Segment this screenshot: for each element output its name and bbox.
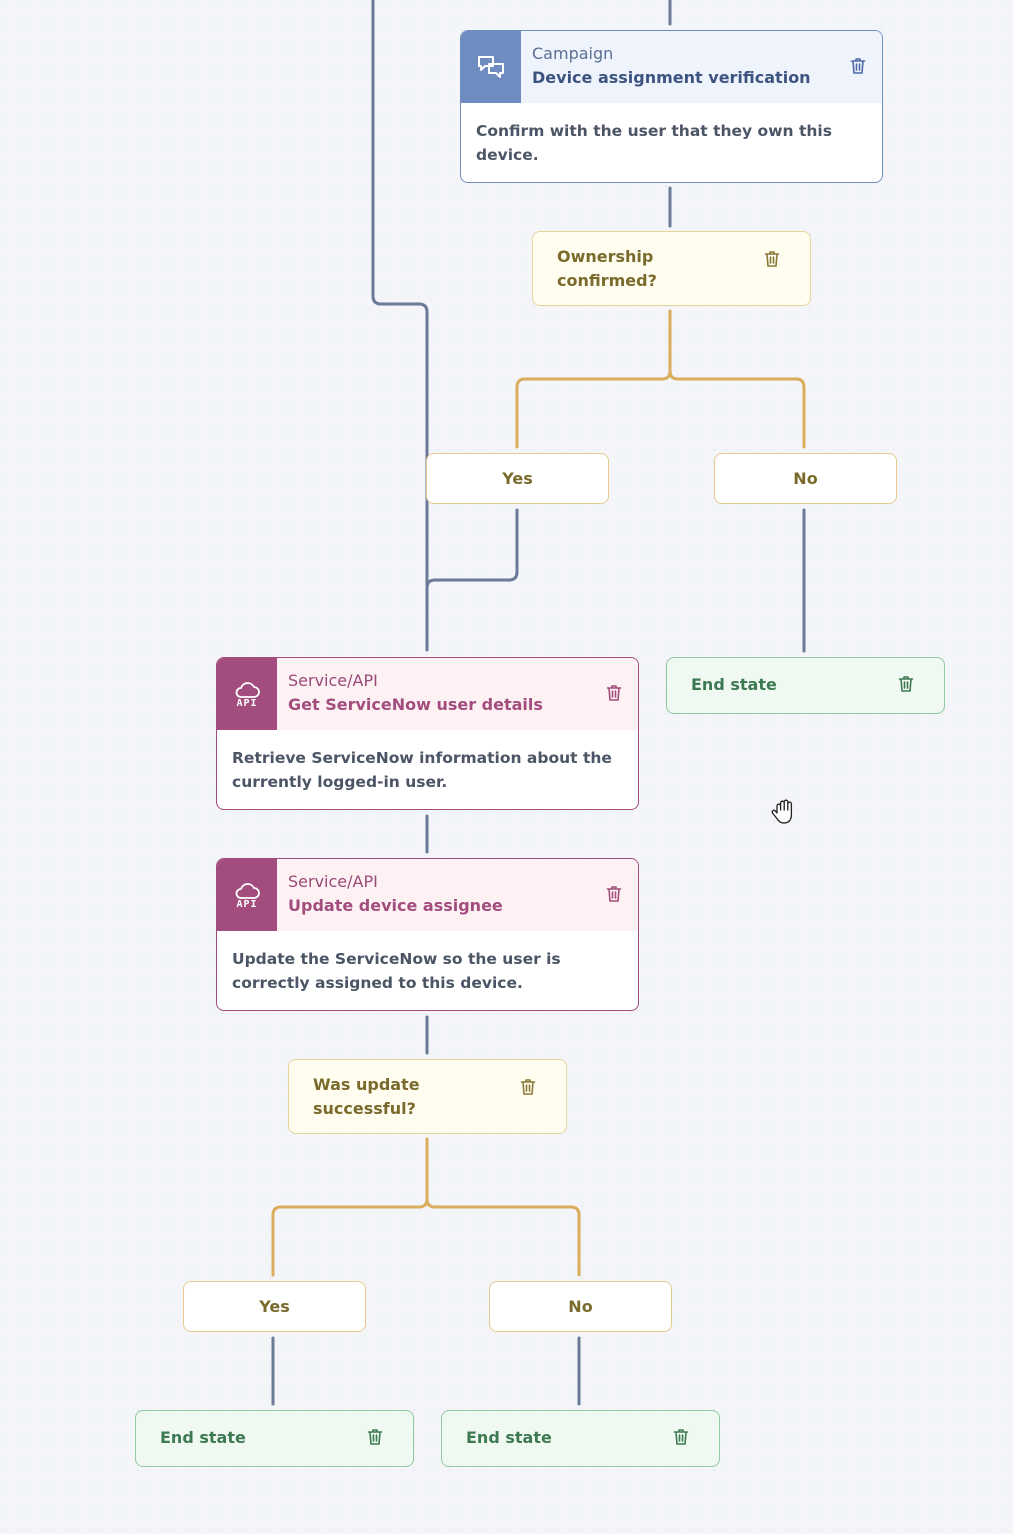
decision-question: Ownership confirmed?	[557, 247, 657, 290]
branch-line	[515, 309, 672, 449]
cloud-api-icon: API	[217, 859, 277, 931]
branch-yes[interactable]: Yes	[183, 1281, 366, 1332]
campaign-step-card[interactable]: Campaign Device assignment verification …	[460, 30, 883, 183]
trash-icon[interactable]	[606, 684, 622, 706]
end-state-label: End state	[466, 1428, 552, 1447]
trash-icon[interactable]	[606, 885, 622, 907]
api-icon-text: API	[236, 697, 258, 709]
step-description: Confirm with the user that they own this…	[476, 122, 832, 164]
decision-question: Was update successful?	[313, 1075, 420, 1118]
branch-line	[425, 1197, 581, 1277]
branch-yes[interactable]: Yes	[426, 453, 609, 504]
branch-no[interactable]: No	[489, 1281, 672, 1332]
api-icon-text: API	[236, 898, 258, 910]
trash-icon[interactable]	[367, 1428, 383, 1450]
api-step-header: API Service/API Get ServiceNow user deta…	[217, 658, 638, 730]
api-step-header: API Service/API Update device assignee	[217, 859, 638, 931]
api-step-get-user-card[interactable]: API Service/API Get ServiceNow user deta…	[216, 657, 639, 810]
chat-bubbles-icon	[461, 31, 521, 103]
end-state-label: End state	[691, 675, 777, 694]
end-state-label: End state	[160, 1428, 246, 1447]
trash-icon[interactable]	[850, 57, 866, 79]
step-type-label: Campaign	[532, 44, 614, 63]
hand-cursor-icon	[769, 797, 799, 831]
end-state-node[interactable]: End state	[135, 1410, 414, 1467]
end-state-node[interactable]: End state	[666, 657, 945, 714]
branch-no[interactable]: No	[714, 453, 897, 504]
branch-line	[668, 369, 806, 449]
step-description: Retrieve ServiceNow information about th…	[232, 749, 612, 791]
trash-icon[interactable]	[764, 250, 780, 272]
trash-icon[interactable]	[520, 1078, 536, 1100]
branch-line	[271, 1137, 429, 1277]
step-type-label: Service/API	[288, 671, 378, 690]
trash-icon[interactable]	[673, 1428, 689, 1450]
step-title: Update device assignee	[288, 896, 503, 915]
api-step-update-assignee-card[interactable]: API Service/API Update device assignee U…	[216, 858, 639, 1011]
trash-icon[interactable]	[898, 675, 914, 697]
campaign-step-header: Campaign Device assignment verification	[461, 31, 882, 103]
connector-line	[371, 0, 429, 652]
connector-line	[425, 508, 519, 590]
decision-update-successful[interactable]: Was update successful?	[288, 1059, 567, 1134]
step-description: Update the ServiceNow so the user is cor…	[232, 950, 561, 992]
step-type-label: Service/API	[288, 872, 378, 891]
step-title: Device assignment verification	[532, 68, 811, 87]
decision-ownership-confirmed[interactable]: Ownership confirmed?	[532, 231, 811, 306]
cloud-api-icon: API	[217, 658, 277, 730]
step-title: Get ServiceNow user details	[288, 695, 543, 714]
end-state-node[interactable]: End state	[441, 1410, 720, 1467]
